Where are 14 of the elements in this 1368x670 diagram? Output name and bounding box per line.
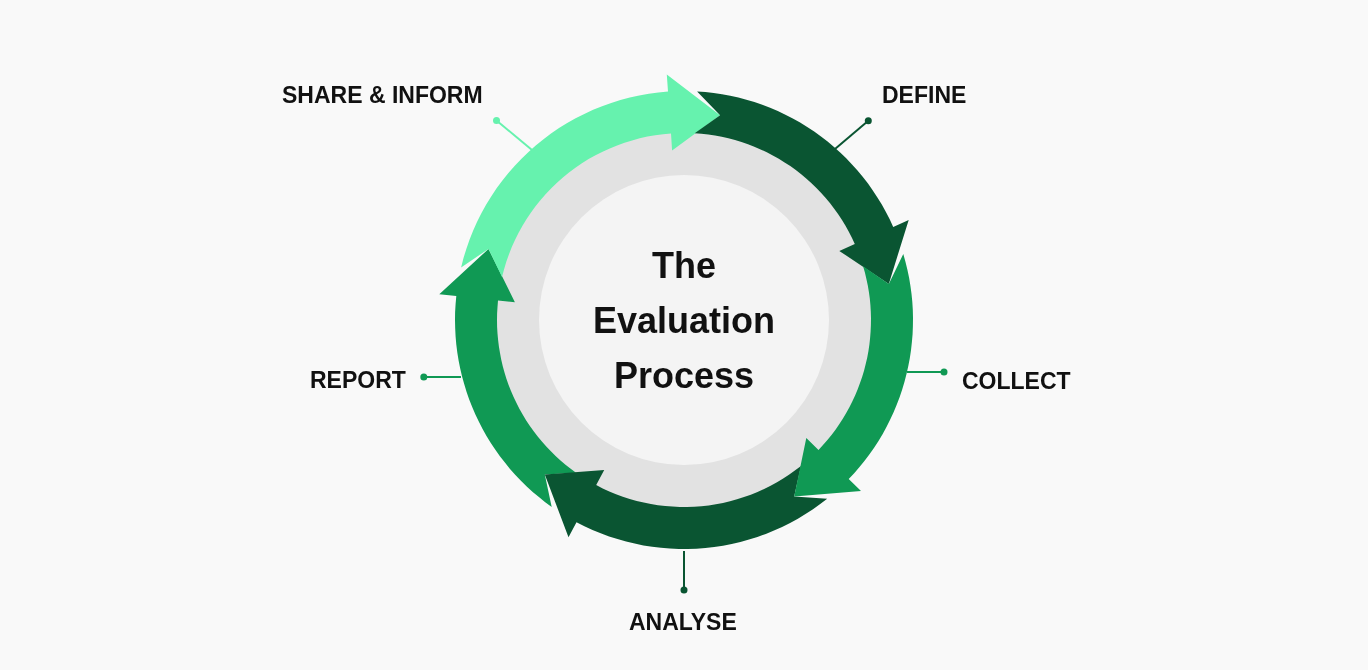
stage-label: DEFINE — [882, 81, 967, 109]
leader-line — [493, 117, 533, 151]
ring-segment — [439, 248, 576, 507]
leader-line — [420, 373, 462, 381]
leader-line — [906, 368, 948, 376]
stage-label: SHARE & INFORM — [282, 81, 483, 109]
stage-label: ANALYSE — [629, 608, 737, 636]
ring-segment — [544, 465, 828, 549]
stage-label: COLLECT — [962, 367, 1071, 395]
ring-segment — [794, 254, 913, 497]
center-label: The Evaluation Process — [591, 243, 776, 398]
leader-line — [834, 117, 872, 150]
leader-line — [680, 550, 688, 594]
stage-label: REPORT — [310, 366, 406, 394]
